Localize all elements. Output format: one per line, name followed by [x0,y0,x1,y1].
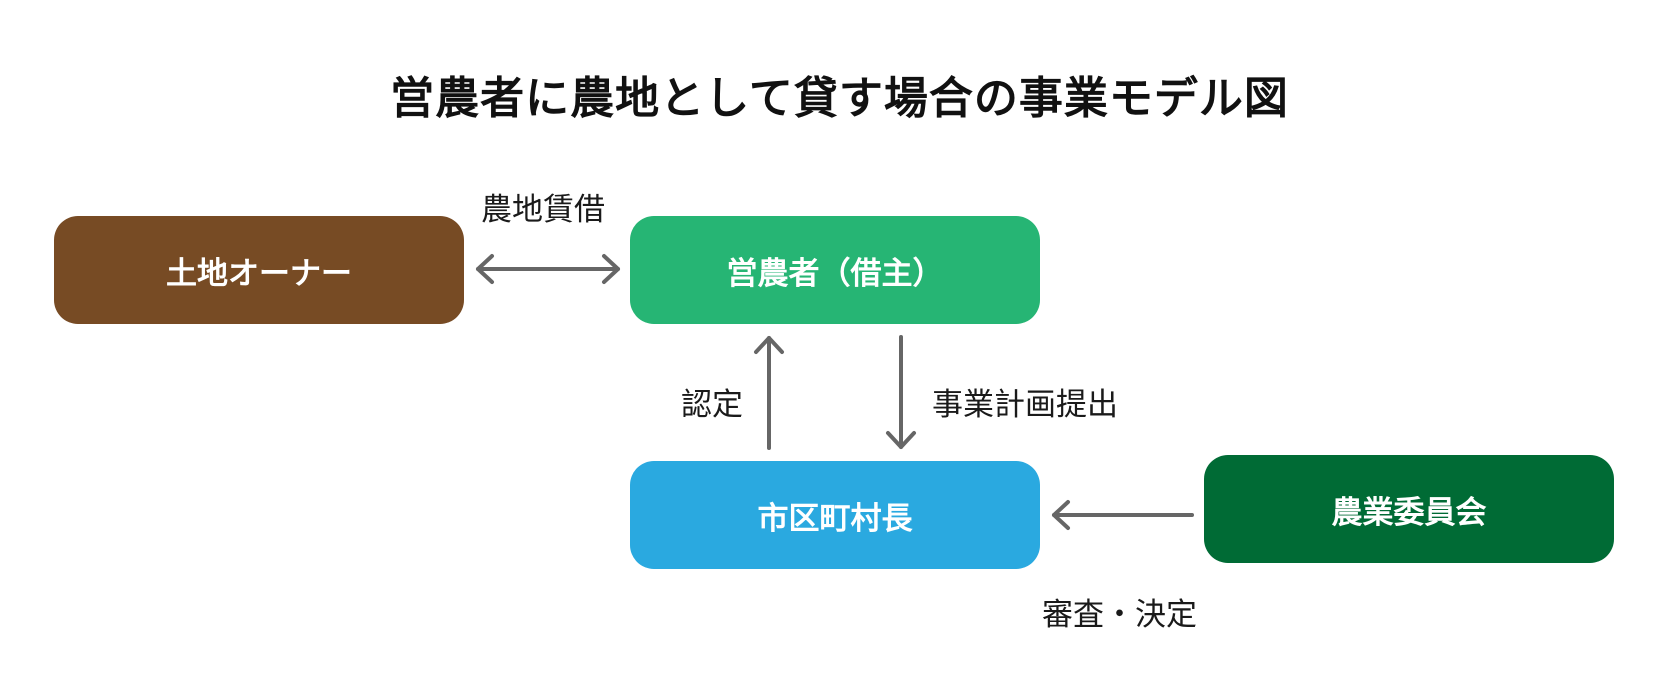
municipality-node: 市区町村長 [630,461,1040,569]
review-label: 審査・決定 [1042,597,1197,633]
approval-label: 認定 [681,387,743,423]
municipality-label: 市区町村長 [757,500,913,537]
farmer-node: 営農者（借主） [630,216,1040,324]
land-owner-label: 土地オーナー [166,255,352,292]
lease-arrow [476,254,620,284]
land-owner-node: 土地オーナー [54,216,464,324]
agri-committee-node: 農業委員会 [1204,455,1614,563]
plan-arrow [886,335,916,449]
plan-label: 事業計画提出 [932,387,1118,423]
farmer-label: 営農者（借主） [726,255,944,292]
lease-label: 農地賃借 [481,192,605,228]
agri-committee-label: 農業委員会 [1331,494,1487,531]
diagram-title: 営農者に農地として貸す場合の事業モデル図 [390,73,1289,124]
review-arrow [1052,500,1194,530]
approval-arrow [754,336,784,450]
